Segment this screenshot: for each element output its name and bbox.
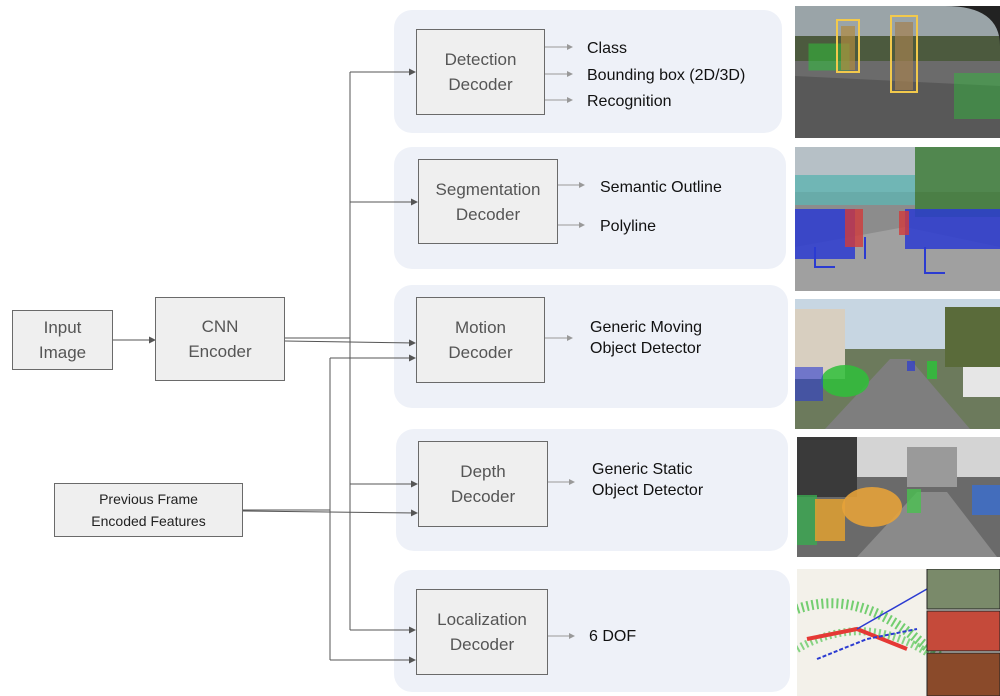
cnn-encoder-label: CNN Encoder [188,317,252,361]
input-image-label: Input Image [38,318,87,362]
depth-decoder-box: Depth Decoder [418,441,548,527]
output-semantic-outline: Semantic Outline [600,179,722,196]
segmentation-image [795,147,1000,291]
output-static-object: Generic Static Object Detector [592,461,704,499]
output-polyline: Polyline [600,218,657,235]
input-image-box: Input Image [12,310,113,370]
detection-decoder-label: Detection Decoder [444,50,517,94]
detection-decoder-box: Detection Decoder [416,29,545,115]
previous-frame-label: Previous Frame Encoded Features [91,491,206,529]
segmentation-decoder-label: Segmentation Decoder [435,179,541,224]
cnn-encoder-box: CNN Encoder [155,297,285,381]
depth-decoder-label: Depth Decoder [450,462,516,506]
output-recognition: Recognition [587,93,672,110]
previous-frame-box: Previous Frame Encoded Features [54,483,243,537]
motion-decoder-box: Motion Decoder [416,297,545,383]
motion-decoder-label: Motion Decoder [448,318,513,362]
localization-decoder-label: Localization Decoder [437,610,527,654]
output-class: Class [587,40,628,57]
depth-image [797,437,1000,557]
localization-image [797,569,1000,696]
localization-decoder-box: Localization Decoder [416,589,548,675]
output-6dof: 6 DOF [589,628,637,645]
detection-image [795,6,1000,138]
motion-image [795,299,1000,429]
output-moving-object: Generic Moving Object Detector [590,319,703,357]
segmentation-decoder-box: Segmentation Decoder [418,159,558,244]
output-bounding-box: Bounding box (2D/3D) [587,67,746,84]
